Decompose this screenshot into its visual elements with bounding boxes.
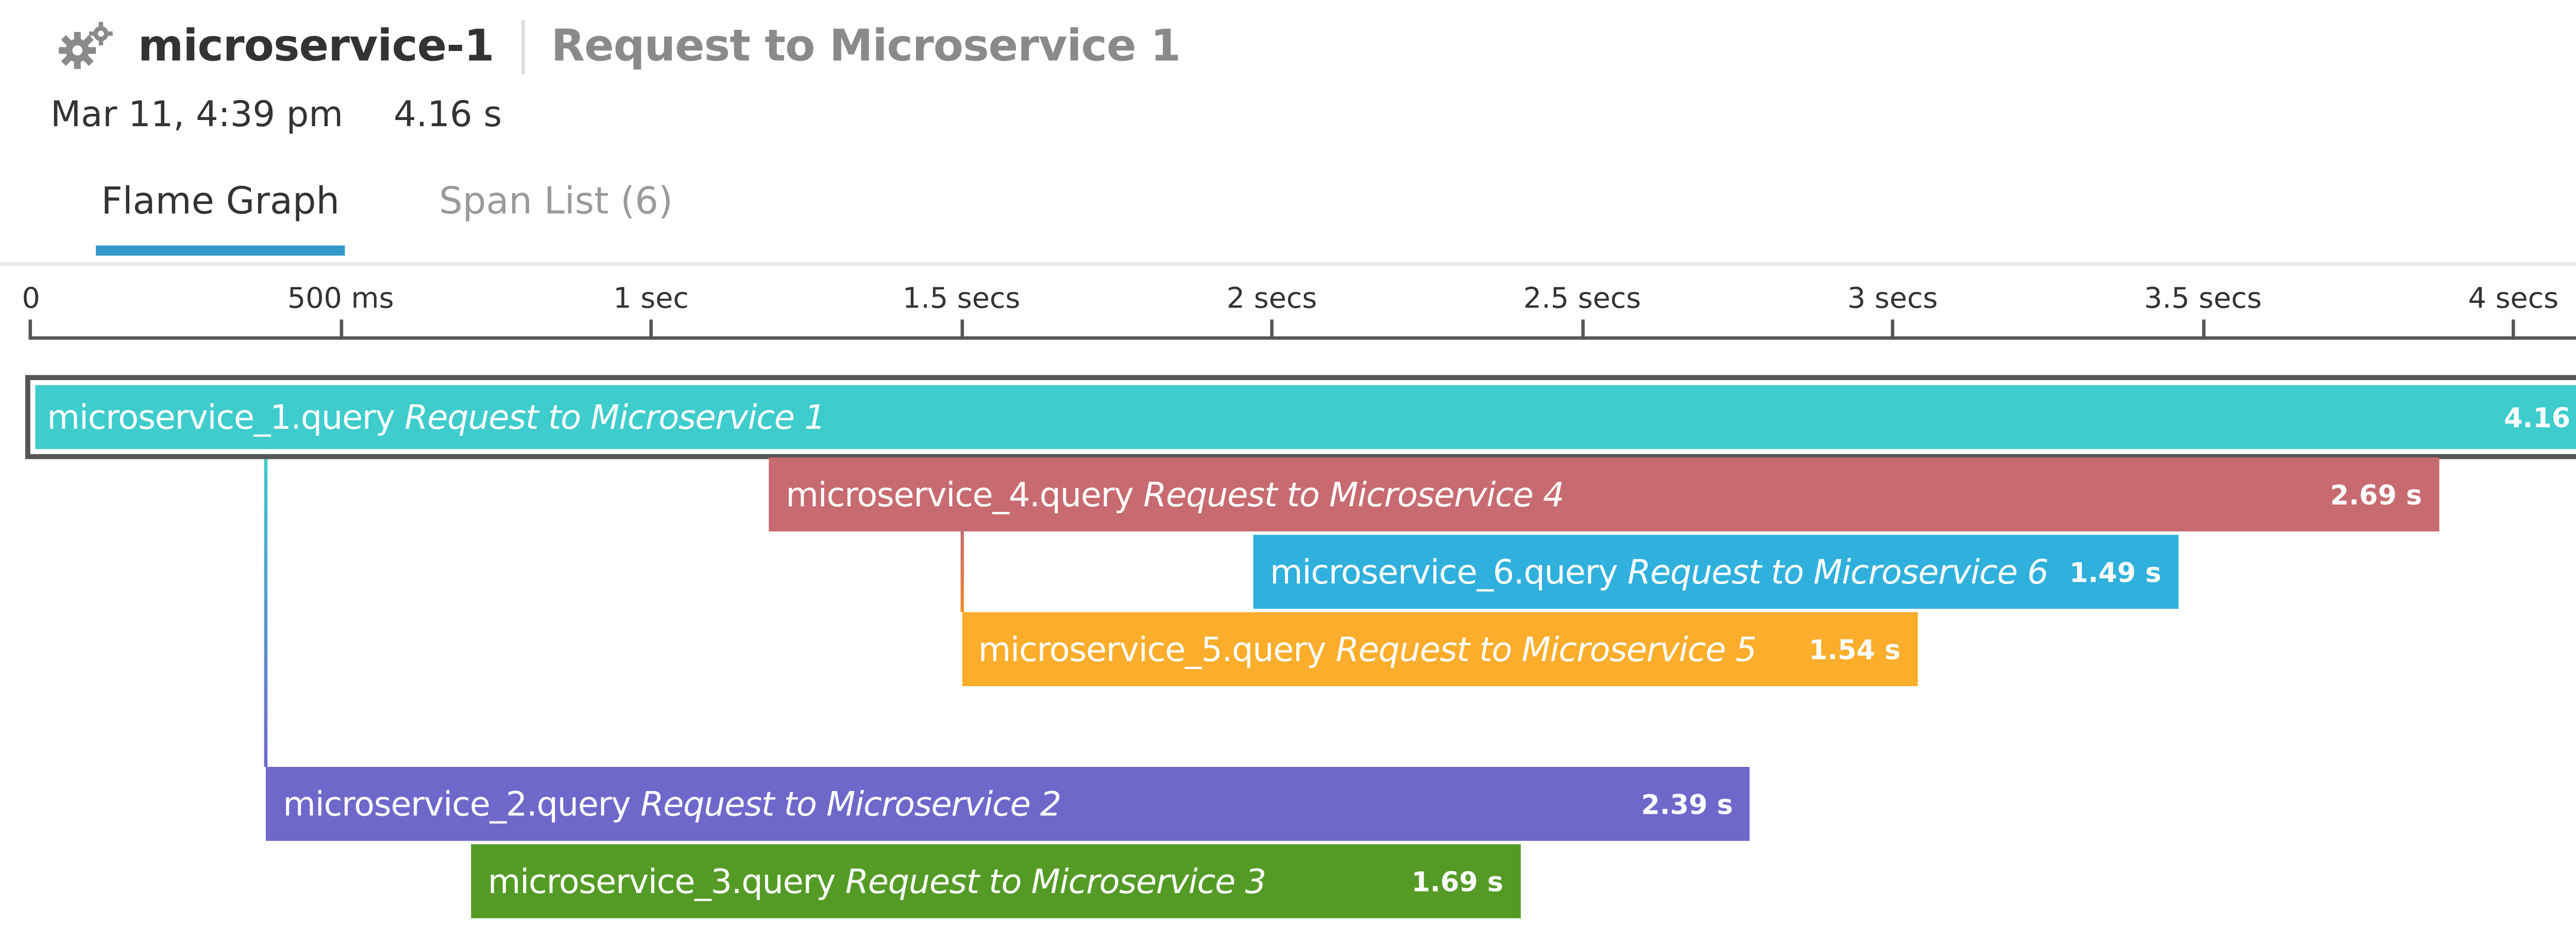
view-tabs: Flame Graph Span List (6) [0,168,2576,266]
axis-tick-label: 3 secs [1847,282,1938,316]
axis-tick [1270,319,1274,340]
span-bar[interactable]: microservice_3.query Request to Microser… [471,844,1520,918]
axis-tick-label: 1 sec [613,282,689,316]
span-label: microservice_2.query Request to Microser… [283,784,1061,824]
span-label: microservice_3.query Request to Microser… [488,861,1266,901]
span-resource: Request to Microservice 6 [1627,552,2048,592]
span-name: microservice_5.query [978,629,1327,670]
span-bar[interactable]: microservice_1.query Request to Microser… [25,375,2576,459]
span-bar[interactable]: microservice_6.query Request to Microser… [1253,535,2178,609]
trace-meta: Mar 11, 4:39 pm 4.16 s [50,94,502,134]
span-duration: 1.69 s [1411,865,1503,898]
span-name: microservice_6.query [1270,552,1618,592]
span-resource: Request to Microservice 5 [1335,629,1757,670]
axis-line [30,336,2576,340]
trace-title: Request to Microservice 1 [551,22,1181,73]
flame-graph: microservice_1.query Request to Microser… [0,370,2576,941]
span-name: microservice_3.query [487,861,836,902]
axis-tick [2512,319,2515,340]
span-connector [264,454,268,767]
span-resource: Request to Microservice 2 [640,783,1061,824]
axis-tick [2201,319,2205,340]
axis-tick-label: 500 ms [287,282,394,316]
tab-flame-graph[interactable]: Flame Graph [96,182,345,256]
span-resource: Request to Microservice 4 [1143,474,1564,515]
span-resource: Request to Microservice 3 [845,861,1266,902]
span-name: microservice_1.query [47,397,395,437]
span-resource: Request to Microservice 1 [404,397,825,437]
span-bar[interactable]: microservice_5.query Request to Microser… [961,612,1918,687]
title-row: microservice-1 Request to Microservice 1 [57,13,1181,81]
span-name: microservice_2.query [283,783,631,824]
span-label: microservice_5.query Request to Microser… [978,629,1757,670]
span-bar[interactable]: microservice_4.query Request to Microser… [769,457,2439,532]
axis-tick-label: 3.5 secs [2144,282,2262,316]
span-duration: 1.49 s [2069,556,2161,588]
axis-tick [28,319,32,340]
trace-duration: 4.16 s [394,94,502,135]
axis-tick-label: 4 secs [2468,282,2559,316]
trace-date: Mar 11, 4:39 pm [50,94,344,135]
span-label: microservice_4.query Request to Microser… [786,474,1564,515]
axis-tick-label: 2.5 secs [1523,282,1641,316]
service-name[interactable]: microservice-1 [138,22,495,73]
axis-tick [1891,319,1894,340]
time-axis: 0 500 ms 1 sec 1.5 secs 2 secs 2.5 secs 3 secs… [0,269,2576,370]
span-duration: 4.16 s [2504,401,2576,433]
axis-tick [1580,319,1584,340]
span-label: microservice_6.query Request to Microser… [1270,552,2048,592]
span-duration: 2.69 s [2330,478,2422,511]
axis-tick [338,319,343,340]
axis-tick [959,319,963,340]
trace-header: microservice-1 Request to Microservice 1… [0,0,2576,266]
span-label: microservice_1.query Request to Microser… [47,397,825,437]
tab-span-list[interactable]: Span List (6) [439,181,673,224]
span-name: microservice_4.query [786,474,1134,515]
span-connector [959,531,963,612]
span-duration: 2.39 s [1641,787,1733,820]
title-divider [521,20,524,74]
axis-tick-label: 0 [22,282,40,316]
axis-tick-label: 2 secs [1226,282,1317,316]
span-duration: 1.54 s [1808,633,1901,665]
axis-tick-label: 1.5 secs [902,282,1021,316]
axis-tick [649,319,653,340]
gears-icon [57,20,114,74]
span-bar[interactable]: microservice_2.query Request to Microser… [266,766,1750,841]
